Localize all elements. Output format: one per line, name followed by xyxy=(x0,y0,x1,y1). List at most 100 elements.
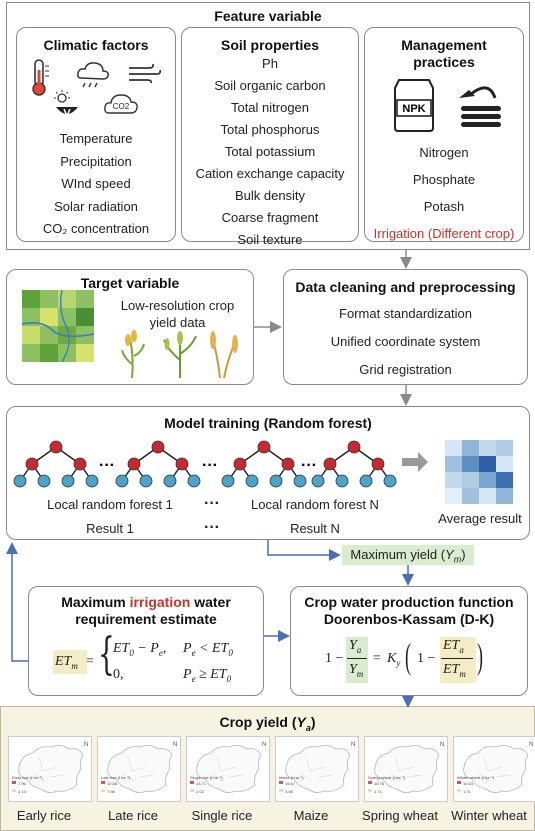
map-legend-high: 10.76 xyxy=(374,781,385,786)
maximum-yield-symbol: Y xyxy=(445,547,454,562)
map-legend-high: 10.68 xyxy=(107,781,118,786)
wind-icon xyxy=(129,63,162,84)
yield-map-caption: Maize xyxy=(293,808,329,823)
soil-item: Soil organic carbon xyxy=(214,78,326,93)
svg-text:N: N xyxy=(440,742,444,748)
map-legend-low: 1.71 xyxy=(374,789,382,794)
tree-leaf xyxy=(245,474,259,488)
management-title-line1: Management xyxy=(401,37,487,53)
map-legend-high: 13.71 xyxy=(196,781,207,786)
dk-title-line1: Crop water production function xyxy=(304,594,514,610)
irrigation-title-red: irrigation xyxy=(129,594,191,610)
dk-title-line2: Doorenbos-Kassam (D-K) xyxy=(323,611,495,627)
ya-ym-highlight xyxy=(346,637,368,683)
climatic-item: CO₂ concentration xyxy=(42,221,150,237)
map-legend-title: Spring wheat (t ha⁻¹) xyxy=(368,775,406,780)
tree-leaf xyxy=(85,474,99,488)
tree-node xyxy=(371,457,385,471)
soil-item: Soil texture xyxy=(237,232,303,247)
china-outline: N xyxy=(190,742,266,793)
cleaning-item: Grid registration xyxy=(359,362,452,377)
svg-text:N: N xyxy=(173,742,177,748)
decision-tree xyxy=(115,440,201,488)
climatic-factors-title: Climatic factors xyxy=(43,37,149,53)
tree-node xyxy=(127,457,141,471)
soil-item: Ph xyxy=(262,56,278,71)
tree-leaf xyxy=(139,474,153,488)
map-legend-low: 3.08 xyxy=(285,789,293,794)
random-forest-graphic: ··· ··· ··· xyxy=(13,440,428,488)
forest-1-label: Local random forest 1 xyxy=(47,497,173,512)
decision-tree xyxy=(311,440,397,488)
arrow-irrigation-to-model xyxy=(5,542,28,662)
model-training-box xyxy=(6,406,530,540)
soil-item: Bulk density xyxy=(234,188,306,203)
tree-leaf xyxy=(37,474,51,488)
forest-ellipsis: ··· xyxy=(301,457,317,474)
map-legend-title: Early rice (t ha⁻¹) xyxy=(12,775,43,780)
irrigation-item: Irrigation (Different crop) xyxy=(373,226,515,241)
tree-leaf xyxy=(13,474,27,488)
feature-variable-title: Feature variable xyxy=(214,8,322,24)
crop-yield-symbol: Y xyxy=(296,714,306,730)
arrow-model-to-maxyield xyxy=(267,540,341,561)
soil-properties-box xyxy=(181,27,359,242)
management-list: Nitrogen Phosphate Potash Irrigation (Di… xyxy=(364,146,524,240)
tree-node xyxy=(25,457,39,471)
map-legend-high: 10.63 xyxy=(463,781,474,786)
tree-node xyxy=(175,457,189,471)
crop-yield-title: Crop yield (Ya) xyxy=(0,714,535,733)
map-legend-high: 15.67 xyxy=(285,781,296,786)
management-item: Nitrogen xyxy=(419,145,469,160)
svg-text:N: N xyxy=(529,742,533,748)
cleaning-item: Format standardization xyxy=(339,306,472,321)
forest-ellipsis: ··· xyxy=(202,457,218,474)
result-1-label: Result 1 xyxy=(86,521,134,536)
average-arrow xyxy=(402,452,428,472)
map-legend-low: 1.71 xyxy=(463,789,471,794)
irrigation-estimate-box xyxy=(28,586,264,696)
map-legend-title: Late rice (t ha⁻¹) xyxy=(101,775,131,780)
tree-node xyxy=(281,457,295,471)
yield-grid-map-icon xyxy=(21,289,95,363)
tree-leaf xyxy=(293,474,307,488)
forest-ellipsis: ··· xyxy=(99,457,115,474)
yield-map-caption: Early rice xyxy=(16,808,72,823)
map-legend-title: Single rice (t ha⁻¹) xyxy=(190,775,223,780)
svg-text:N: N xyxy=(351,742,355,748)
soil-properties-list: Ph Soil organic carbon Total nitrogen To… xyxy=(181,57,359,246)
target-desc-line2: yield data xyxy=(149,315,206,330)
tree-node xyxy=(257,440,271,454)
forest-n-label: Local random forest N xyxy=(251,497,379,512)
tree-node xyxy=(347,440,361,454)
result-dots: ··· xyxy=(204,519,220,536)
soil-properties-title: Soil properties xyxy=(220,37,320,53)
data-cleaning-box xyxy=(283,269,528,385)
co2-icon-label: CO2 xyxy=(113,102,130,111)
yield-map: N Maize (t ha⁻¹)15.67 3.08 xyxy=(275,736,359,802)
tree-node xyxy=(323,457,337,471)
map-legend-title: Maize (t ha⁻¹) xyxy=(279,775,304,780)
maximum-yield-subscript: m xyxy=(453,554,462,565)
decision-tree xyxy=(13,440,99,488)
tree-node xyxy=(73,457,87,471)
soil-item: Coarse fragment xyxy=(221,210,319,225)
map-legend-low: 4.13 xyxy=(18,789,26,794)
climatic-item: Temperature xyxy=(59,131,133,146)
dk-equation: 1 − Ya Ym = Ky ( 1 − ETa ETm ) xyxy=(325,636,483,679)
china-outline: N xyxy=(368,742,444,793)
maximum-yield-close: ) xyxy=(461,547,466,562)
maximum-yield-text: Maximum yield ( xyxy=(350,547,446,562)
crop-yield-title-text: Crop yield ( xyxy=(219,714,297,730)
dk-function-box xyxy=(290,586,528,696)
target-desc-line1: Low-resolution crop xyxy=(120,298,235,313)
climatic-item: Precipitation xyxy=(60,153,132,169)
tree-leaf xyxy=(61,474,75,488)
npk-fertilizer-icon: NPK xyxy=(394,79,434,132)
decision-tree xyxy=(221,440,307,488)
irrigation-estimate-title-line1: Maximum irrigation water xyxy=(28,594,264,610)
